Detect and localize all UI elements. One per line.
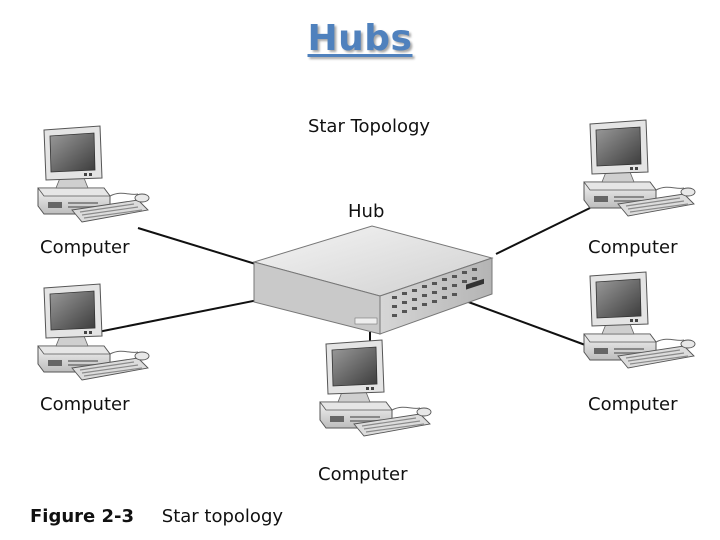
- computer-label: Computer: [588, 394, 678, 415]
- link-middle-right: [451, 295, 589, 347]
- link-middle-left: [97, 299, 259, 333]
- page-title: Hubs: [307, 18, 413, 59]
- link-top-right: [495, 207, 591, 255]
- desktop-computer-icon: [37, 283, 150, 381]
- figure-caption-text: Star topology: [161, 506, 284, 527]
- figure-caption: Figure 2-3 Star topology: [30, 506, 283, 527]
- desktop-computer-icon: [37, 125, 150, 223]
- figure-number: Figure 2-3: [30, 506, 135, 527]
- desktop-computer-icon: [319, 339, 432, 437]
- diagram-subtitle: Star Topology: [307, 116, 431, 137]
- hub-label: Hub: [348, 201, 385, 222]
- desktop-computer-icon: [583, 271, 696, 369]
- network-hub-icon: [252, 225, 494, 335]
- connection-lines: [97, 207, 591, 348]
- computer-label: Computer: [40, 394, 130, 415]
- computer-label: Computer: [588, 237, 678, 258]
- desktop-computer-icon: [583, 119, 696, 217]
- computer-label: Computer: [318, 464, 408, 485]
- computer-label: Computer: [40, 237, 130, 258]
- link-top-left: [137, 227, 263, 267]
